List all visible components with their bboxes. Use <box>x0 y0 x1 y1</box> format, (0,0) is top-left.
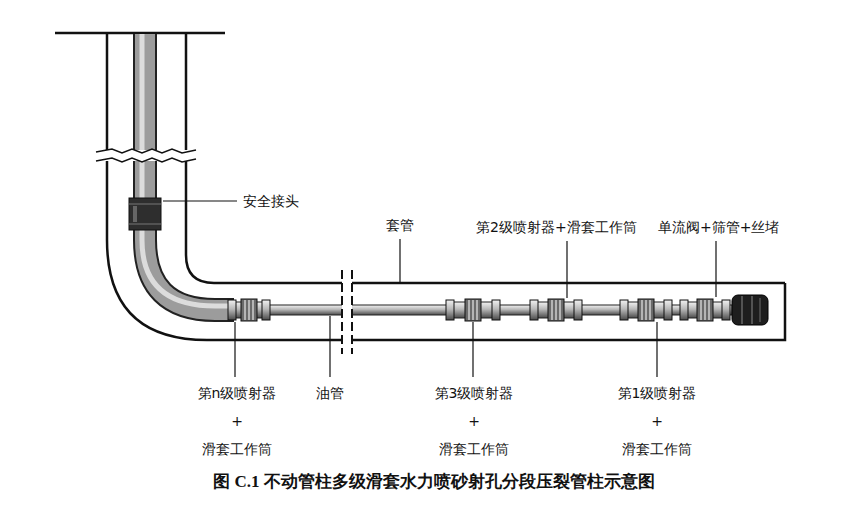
horizontal-break-part <box>351 270 353 354</box>
jet-tool <box>530 299 582 321</box>
part-label: 第2级喷射器+滑套工作筒 <box>476 213 637 241</box>
casing-part <box>186 33 785 283</box>
casing <box>107 33 785 340</box>
vertical-break <box>96 149 196 162</box>
jet-tool <box>680 299 730 321</box>
jet-tool-part <box>476 300 477 320</box>
horizontal-break-part <box>342 278 352 346</box>
safety-joint <box>129 198 161 230</box>
jet-tool-part <box>697 299 713 321</box>
part-label: 第n级喷射器+ 滑套工作筒 <box>198 379 277 463</box>
part-label: 第1级喷射器+ 滑套工作筒 <box>618 379 697 463</box>
vertical-break-part <box>96 158 196 162</box>
leader-lines-part <box>715 241 716 297</box>
jet-tool-part <box>620 300 628 320</box>
leader-lines-part <box>472 322 473 377</box>
jet-tool-part <box>722 300 730 320</box>
jet-tool <box>446 299 500 321</box>
jet-tool-part <box>574 300 582 320</box>
plug-part <box>741 296 743 324</box>
tubing-part <box>142 34 234 306</box>
leader-lines-part <box>163 200 237 201</box>
ground-line <box>55 33 225 34</box>
jet-tool-part <box>680 300 688 320</box>
jet-tool-part <box>555 300 556 320</box>
plug-part <box>759 298 761 322</box>
part-label: 油管 <box>316 379 344 407</box>
jet-tool-part <box>700 300 701 320</box>
jet-tool-part <box>638 299 654 321</box>
jet-tool-part <box>472 300 473 320</box>
jet-tool-part <box>241 299 257 321</box>
part-label: 单流阀+筛管+丝堵 <box>658 213 779 241</box>
casing-part <box>107 33 785 340</box>
ground-line-part <box>55 32 225 35</box>
jet-tool-part <box>262 300 270 320</box>
jet-tool-part <box>641 300 642 320</box>
jet-tool-part <box>446 300 454 320</box>
jet-tool-part <box>708 300 709 320</box>
jet-tool-part <box>704 300 705 320</box>
leader-lines-part <box>234 322 235 377</box>
horizontal-break-part <box>341 270 343 354</box>
tubing-part <box>145 34 234 310</box>
safety-joint-part <box>129 198 161 230</box>
part-label: 第3级喷射器+ 滑套工作筒 <box>435 379 514 463</box>
jet-tool-part <box>559 300 560 320</box>
vertical-break-part <box>96 149 196 153</box>
plug <box>732 295 768 325</box>
part-label: 套管 <box>386 211 414 239</box>
jet-tool <box>228 299 270 321</box>
leader-lines-part <box>329 316 330 377</box>
leader-lines-part <box>566 241 567 298</box>
plug-part <box>751 296 753 324</box>
tubing-part <box>145 34 234 310</box>
safety-joint-part <box>133 206 137 222</box>
jet-tool-part <box>228 300 236 320</box>
tool-string <box>228 299 730 321</box>
jet-tool-part <box>551 300 552 320</box>
jet-tool-part <box>548 299 564 321</box>
jet-tool-part <box>530 300 538 320</box>
horizontal-break <box>342 270 352 354</box>
plug-part <box>732 295 768 325</box>
leader-lines <box>163 201 716 377</box>
jet-tool-part <box>645 300 646 320</box>
jet-tool-part <box>465 299 481 321</box>
jet-tool-part <box>252 300 253 320</box>
leader-lines-part <box>399 239 400 284</box>
jet-tool <box>620 299 672 321</box>
jet-tool-part <box>468 300 469 320</box>
safety-joint-part <box>129 224 161 225</box>
jet-tool-part <box>492 300 500 320</box>
figure-caption: 图 C.1 不动管柱多级滑套水力喷砂射孔分段压裂管柱示意图 <box>213 470 655 493</box>
jet-tool-part <box>244 300 245 320</box>
safety-joint-part <box>129 204 161 205</box>
jet-tool-part <box>248 300 249 320</box>
leader-lines-part <box>656 322 657 377</box>
jet-tool-part <box>649 300 650 320</box>
jet-tool-part <box>664 300 672 320</box>
part-label: 安全接头 <box>243 187 299 215</box>
tubing <box>142 34 732 315</box>
